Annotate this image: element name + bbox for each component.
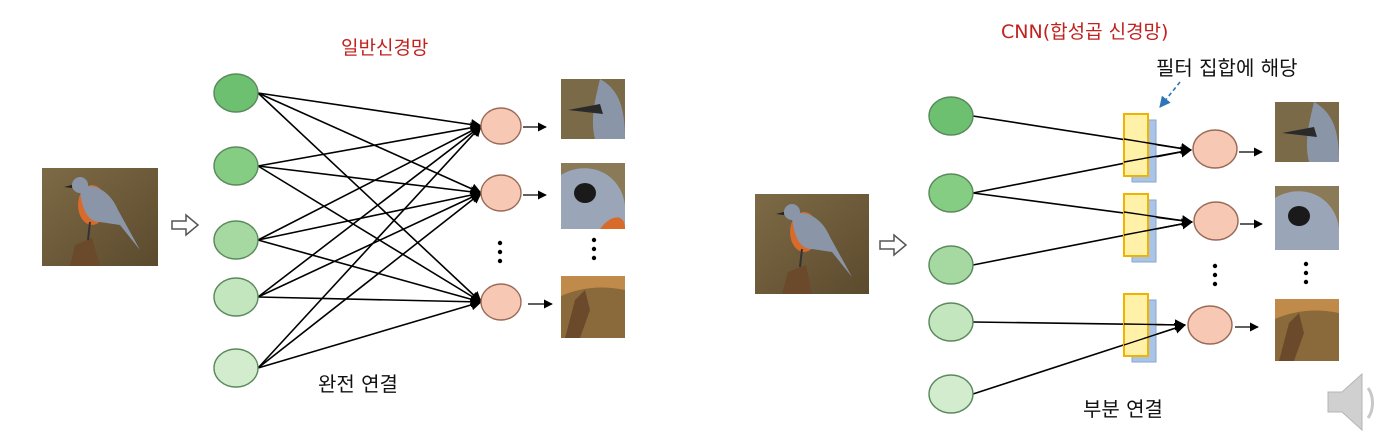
connection-line	[258, 126, 481, 166]
connection-line	[258, 193, 481, 368]
input-node	[929, 246, 973, 284]
right-output-crop-beak	[1275, 102, 1339, 162]
connection-line	[258, 126, 481, 368]
input-node	[214, 349, 258, 387]
output-node	[1193, 130, 1237, 168]
connection-line	[258, 93, 481, 126]
output-node	[481, 175, 521, 211]
hollow-arrow-icon	[172, 215, 198, 235]
filter	[1124, 114, 1156, 182]
left-ellipsis	[498, 238, 596, 263]
filter	[1124, 194, 1156, 262]
output-node	[1188, 306, 1232, 344]
output-node	[1194, 202, 1238, 240]
left-output-crop-foot	[561, 276, 625, 338]
input-node	[929, 375, 973, 413]
output-node	[481, 284, 521, 320]
input-node	[214, 147, 258, 185]
input-node	[214, 278, 258, 316]
left-title: 일반신경망	[341, 33, 428, 60]
right-caption: 부분 연결	[1083, 393, 1163, 422]
annotation-arrow	[1160, 82, 1180, 107]
right-partial-connections	[973, 116, 1192, 394]
left-output-crop-eye	[561, 163, 625, 229]
connection-line	[258, 193, 481, 240]
right-ellipsis	[1213, 262, 1308, 286]
left-input-photo	[42, 168, 158, 266]
connection-line	[258, 297, 481, 302]
right-output-crop-eye	[1275, 186, 1339, 250]
right-output-arrows	[1235, 152, 1262, 327]
right-title: CNN(합성곱 신경망)	[1001, 17, 1168, 44]
left-input-nodes	[214, 74, 258, 387]
connection-line	[258, 166, 481, 193]
input-node	[214, 74, 258, 112]
left-full-connections	[258, 93, 481, 368]
left-output-crop-beak	[561, 79, 625, 139]
left-output-arrows	[523, 127, 552, 304]
input-node	[929, 174, 973, 212]
filter	[1124, 294, 1156, 362]
speaker-icon[interactable]	[1328, 374, 1373, 430]
right-input-photo	[755, 194, 869, 294]
right-output-crop-foot	[1275, 299, 1339, 361]
hollow-arrow-icon	[880, 235, 906, 255]
output-node	[481, 108, 521, 144]
connection-line	[258, 302, 481, 368]
left-output-nodes	[481, 108, 521, 320]
input-node	[929, 97, 973, 135]
input-node	[929, 303, 973, 341]
input-node	[214, 221, 258, 259]
right-output-nodes	[1188, 130, 1238, 344]
right-annotation: 필터 집합에 해당	[1156, 52, 1298, 81]
right-input-nodes	[929, 97, 973, 413]
left-caption: 완전 연결	[318, 368, 398, 397]
